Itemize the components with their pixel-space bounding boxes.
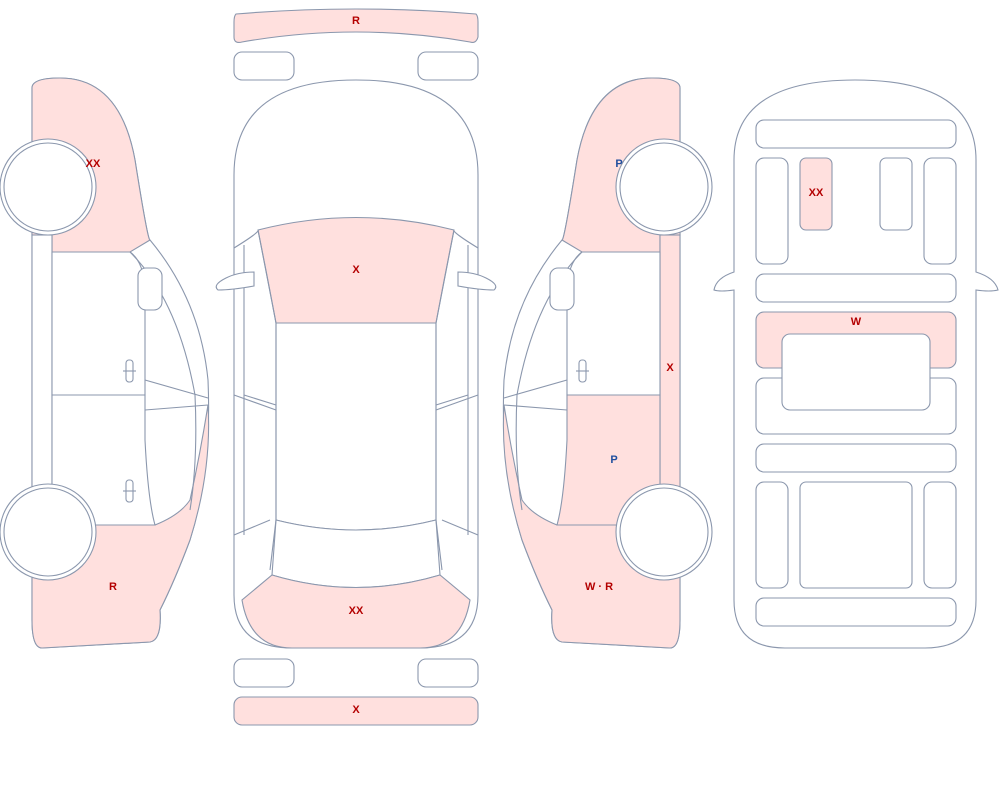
underbody-view: XX W [713, 79, 999, 649]
floor-right-front-pad[interactable] [923, 157, 957, 265]
mark-floor-middle-rail: W [851, 316, 862, 328]
floor-left-rear-pad[interactable] [755, 481, 789, 589]
floor-right-rear-pad[interactable] [923, 481, 957, 589]
right-taillight[interactable] [417, 658, 479, 688]
left-mirror[interactable] [137, 267, 163, 311]
mark-right-rear-door: P [610, 454, 617, 466]
mark-right-rear-quarter: W · R [585, 581, 613, 593]
right-rocker-panel[interactable] [659, 234, 681, 526]
mark-front-bumper: R [352, 15, 360, 27]
left-side-view: XX R [0, 77, 210, 649]
left-rocker-panel[interactable] [31, 234, 53, 526]
right-headlight[interactable] [417, 51, 479, 81]
left-front-wheel[interactable] [3, 142, 93, 232]
mark-left-rear-quarter: R [109, 581, 117, 593]
left-rear-wheel[interactable] [3, 487, 93, 577]
roof-panel[interactable] [275, 322, 437, 531]
floor-spare-well[interactable] [799, 481, 913, 589]
floor-center-tunnel[interactable] [781, 333, 931, 411]
left-pillar-line [233, 394, 277, 411]
right-side-view: P X P W · R [502, 77, 713, 649]
right-rear-door-panel[interactable] [556, 394, 661, 526]
right-rear-quarter-panel[interactable] [502, 404, 681, 649]
top-view: R X XX X [215, 8, 497, 726]
left-taillight[interactable] [233, 658, 295, 688]
top-right-mirror[interactable] [457, 271, 497, 291]
rear-bumper-strip-panel[interactable] [233, 696, 479, 726]
top-left-mirror[interactable] [215, 271, 255, 291]
mark-hood: X [352, 264, 360, 276]
front-bumper-panel[interactable] [233, 8, 479, 43]
floor-right-center-pad[interactable] [879, 157, 913, 231]
left-window-line [233, 229, 277, 571]
right-rear-wheel[interactable] [619, 487, 709, 577]
trunk-lid[interactable] [271, 519, 441, 589]
right-front-wheel[interactable] [619, 142, 709, 232]
left-headlight[interactable] [233, 51, 295, 81]
floor-front-rail[interactable] [755, 119, 957, 149]
right-mirror[interactable] [549, 267, 575, 311]
floor-left-front-pad[interactable] [755, 157, 789, 265]
floor-cross-rail-2[interactable] [755, 443, 957, 473]
floor-front-pad-panel[interactable] [799, 157, 833, 231]
mark-right-front-fender: P [615, 158, 622, 170]
left-door-frame-line [144, 379, 209, 411]
floor-rear-rail[interactable] [755, 597, 957, 627]
rear-bumper-top-panel[interactable] [241, 574, 471, 649]
mark-rear-bumper-strip: X [352, 704, 360, 716]
mark-floor-front-pad: XX [809, 187, 824, 199]
floor-cross-rail-1[interactable] [755, 273, 957, 303]
mark-rear-bumper-top: XX [349, 605, 364, 617]
right-window-line [435, 229, 479, 571]
mark-right-rocker: X [666, 362, 674, 374]
mark-left-front-fender: XX [86, 158, 101, 170]
right-pillar-line [435, 394, 479, 411]
left-rear-quarter-panel[interactable] [31, 404, 210, 649]
right-door-frame-line [503, 379, 568, 411]
